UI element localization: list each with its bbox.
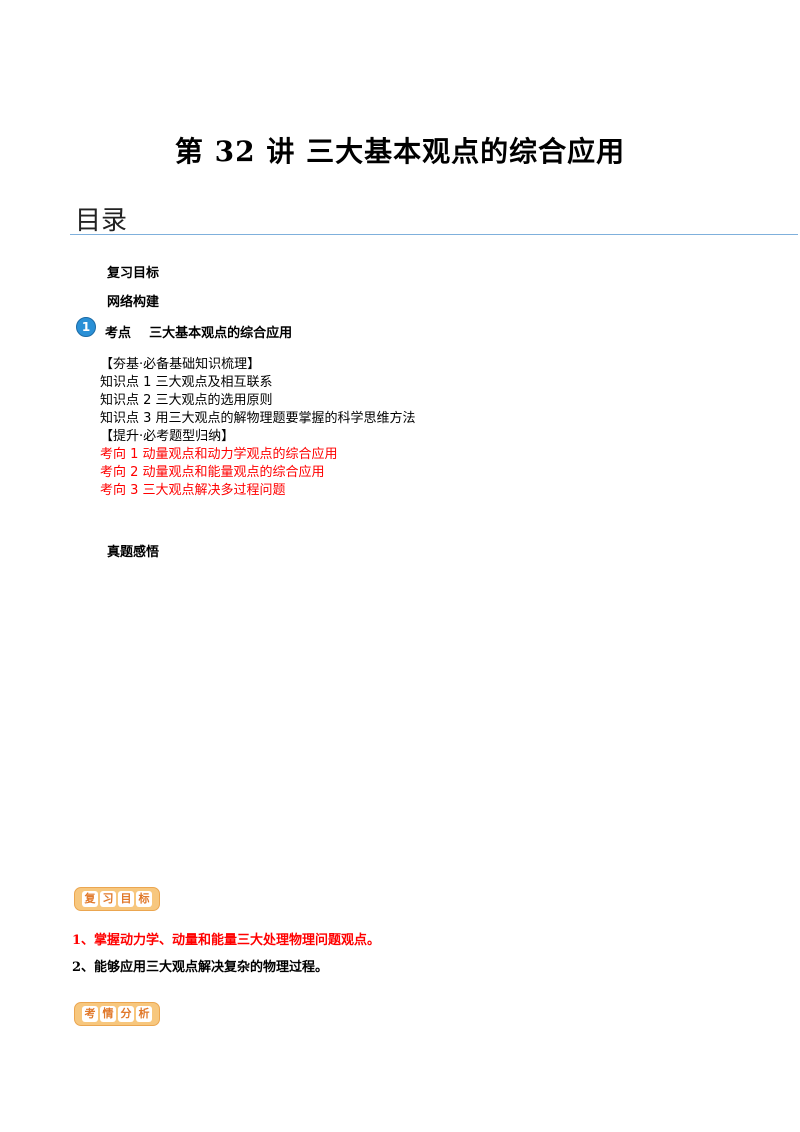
- toc-divider: [70, 234, 798, 235]
- toc-exam-point[interactable]: 考点 三大基本观点的综合应用: [105, 326, 293, 341]
- badge-char: 习: [100, 891, 116, 907]
- toc-item[interactable]: 考向 1 动量观点和动力学观点的综合应用: [100, 447, 338, 462]
- badge-char: 目: [118, 891, 134, 907]
- document-title: 第 32 讲 三大基本观点的综合应用: [174, 135, 626, 168]
- badge-char: 标: [136, 891, 152, 907]
- exam-point-number-icon: 1: [76, 317, 96, 337]
- review-goal-badge: 复 习 目 标: [74, 887, 160, 911]
- toc-heading: 目录: [75, 206, 128, 236]
- toc-item[interactable]: 知识点 1 三大观点及相互联系: [100, 375, 273, 390]
- badge-char: 复: [82, 891, 98, 907]
- toc-item[interactable]: 【提升·必考题型归纳】: [100, 429, 235, 444]
- badge-char: 分: [118, 1006, 134, 1022]
- toc-item[interactable]: 【夯基·必备基础知识梳理】: [100, 357, 261, 372]
- goal-item-1: 1、掌握动力学、动量和能量三大处理物理问题观点。: [72, 933, 381, 948]
- badge-char: 情: [100, 1006, 116, 1022]
- badge-char: 考: [82, 1006, 98, 1022]
- toc-real-questions[interactable]: 真题感悟: [107, 545, 160, 560]
- toc-network[interactable]: 网络构建: [107, 295, 160, 310]
- toc-review-goal[interactable]: 复习目标: [107, 266, 160, 281]
- badge-char: 析: [136, 1006, 152, 1022]
- toc-item[interactable]: 知识点 2 三大观点的选用原则: [100, 393, 273, 408]
- toc-item[interactable]: 考向 3 三大观点解决多过程问题: [100, 483, 286, 498]
- goal-item-2: 2、能够应用三大观点解决复杂的物理过程。: [72, 960, 329, 975]
- toc-item[interactable]: 知识点 3 用三大观点的解物理题要掌握的科学思维方法: [100, 411, 416, 426]
- toc-item[interactable]: 考向 2 动量观点和能量观点的综合应用: [100, 465, 325, 480]
- toc-item-list: 【夯基·必备基础知识梳理】 知识点 1 三大观点及相互联系 知识点 2 三大观点…: [100, 356, 416, 500]
- exam-analysis-badge: 考 情 分 析: [74, 1002, 160, 1026]
